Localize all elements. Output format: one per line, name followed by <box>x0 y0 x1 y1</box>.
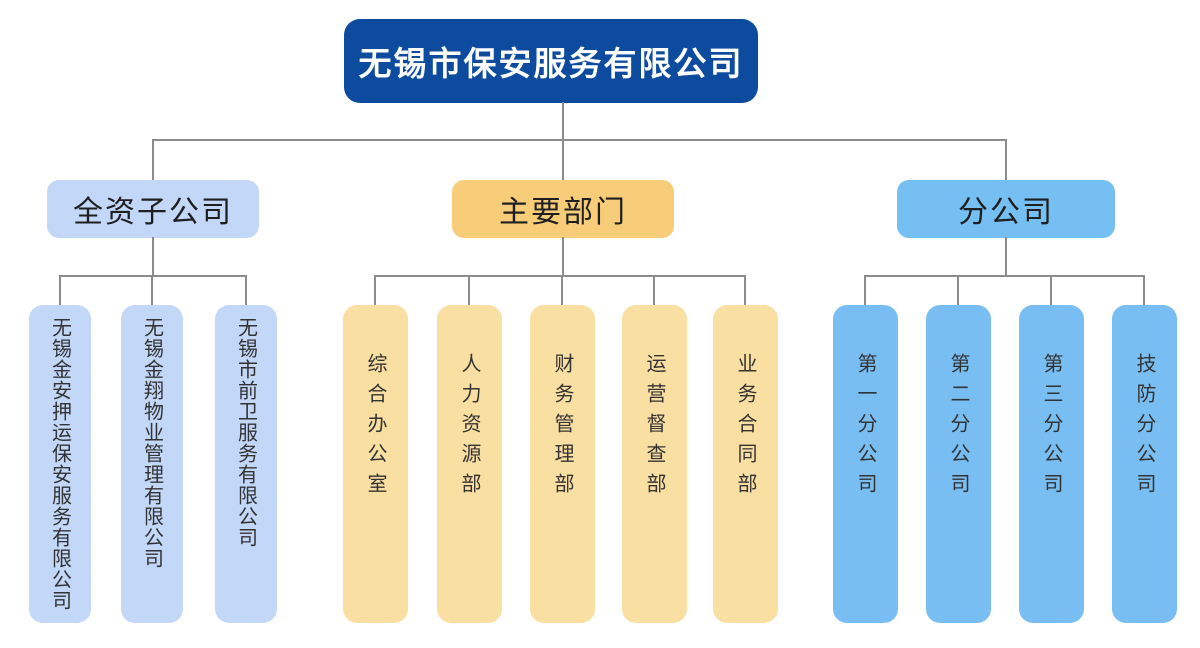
node-subsidiary-jinan-escort-label: 无锡金安押运保安服务有限公司 <box>48 317 71 611</box>
node-dept-operations-supervision: 运营督查部 <box>622 305 687 623</box>
connector-a-child-1 <box>59 275 61 306</box>
connector-b-child-1 <box>374 275 376 306</box>
node-subsidiary-qianwei-service: 无锡市前卫服务有限公司 <box>215 305 277 623</box>
connector-group-b-stem <box>562 237 564 276</box>
connector-group-a-hbar <box>59 275 247 277</box>
connector-c-child-1 <box>864 275 866 306</box>
node-dept-operations-supervision-label: 运营督查部 <box>643 353 665 503</box>
node-dept-business-contract-label: 业务合同部 <box>734 353 756 503</box>
node-dept-general-office: 综合办公室 <box>343 305 408 623</box>
node-subsidiary-qianwei-service-label: 无锡市前卫服务有限公司 <box>234 317 257 548</box>
node-branch-second: 第二分公司 <box>926 305 991 623</box>
connector-c-child-4 <box>1143 275 1145 306</box>
connector-c-child-2 <box>957 275 959 306</box>
connector-group-b-hbar <box>374 275 746 277</box>
node-dept-human-resources: 人力资源部 <box>437 305 502 623</box>
connector-root-stem <box>562 102 564 140</box>
node-subsidiary-jinan-escort: 无锡金安押运保安服务有限公司 <box>29 305 91 623</box>
node-dept-general-office-label: 综合办公室 <box>364 353 386 503</box>
node-subsidiary-jinxiang-property-label: 无锡金翔物业管理有限公司 <box>140 317 163 569</box>
node-branch-third-label: 第三分公司 <box>1040 353 1062 503</box>
node-dept-finance-label: 财务管理部 <box>551 353 573 503</box>
connector-group-a-stem <box>152 237 154 276</box>
node-branch-tech-security: 技防分公司 <box>1112 305 1177 623</box>
node-subsidiary-jinxiang-property: 无锡金翔物业管理有限公司 <box>121 305 183 623</box>
node-dept-human-resources-label: 人力资源部 <box>458 353 480 503</box>
node-branch-second-label: 第二分公司 <box>947 353 969 503</box>
root-company-node: 无锡市保安服务有限公司 <box>344 19 758 103</box>
node-dept-finance: 财务管理部 <box>530 305 595 623</box>
connector-b-child-3 <box>561 275 563 306</box>
root-company-label: 无锡市保安服务有限公司 <box>358 45 744 82</box>
node-branch-tech-security-label: 技防分公司 <box>1133 353 1155 503</box>
connector-a-child-2 <box>151 275 153 306</box>
node-dept-business-contract: 业务合同部 <box>713 305 778 623</box>
group-header-subsidiaries: 全资子公司 <box>47 180 259 238</box>
node-branch-first-label: 第一分公司 <box>854 353 876 503</box>
connector-level1-hbar <box>152 139 1007 141</box>
connector-drop-group-a <box>152 139 154 181</box>
group-header-subsidiaries-label: 全资子公司 <box>73 196 233 229</box>
group-header-departments-label: 主要部门 <box>499 196 627 229</box>
connector-b-child-2 <box>468 275 470 306</box>
connector-b-child-5 <box>744 275 746 306</box>
group-header-branches-label: 分公司 <box>958 196 1054 229</box>
node-branch-third: 第三分公司 <box>1019 305 1084 623</box>
connector-drop-group-b <box>562 139 564 181</box>
node-branch-first: 第一分公司 <box>833 305 898 623</box>
connector-drop-group-c <box>1005 139 1007 181</box>
connector-group-c-stem <box>1005 237 1007 276</box>
connector-a-child-3 <box>245 275 247 306</box>
group-header-branches: 分公司 <box>897 180 1115 238</box>
group-header-departments: 主要部门 <box>452 180 674 238</box>
connector-group-c-hbar <box>864 275 1145 277</box>
connector-c-child-3 <box>1050 275 1052 306</box>
connector-b-child-4 <box>653 275 655 306</box>
